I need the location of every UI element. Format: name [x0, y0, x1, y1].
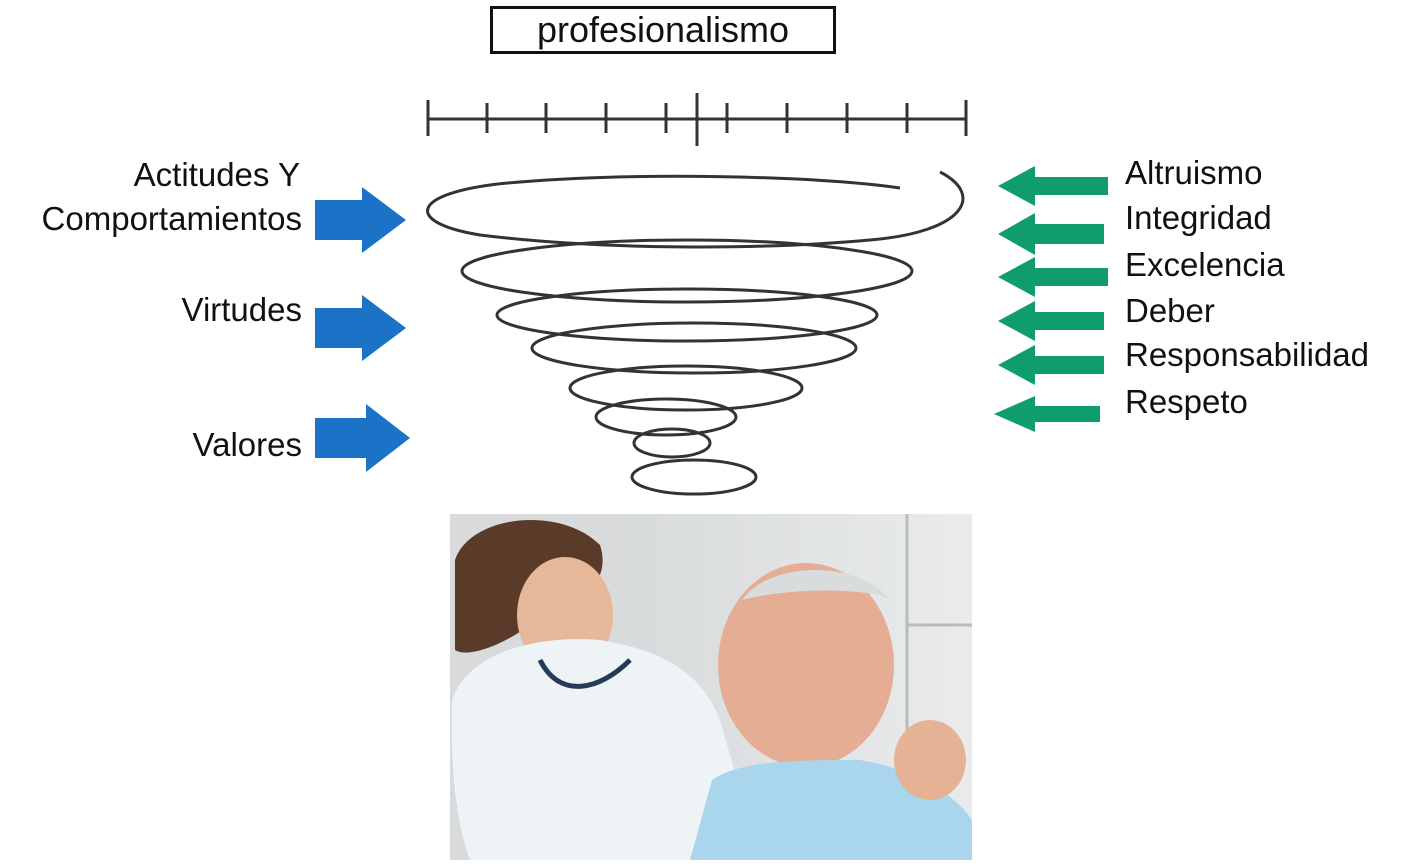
blue-arrows: [315, 187, 410, 472]
arrow-left-icon: [998, 213, 1104, 255]
green-arrows: [994, 166, 1108, 432]
label-respeto: Respeto: [1125, 382, 1248, 422]
label-responsabilidad: Responsabilidad: [1125, 335, 1369, 375]
label-integridad: Integridad: [1125, 198, 1272, 238]
arrow-left-icon: [998, 345, 1104, 385]
label-virtudes: Virtudes: [182, 290, 302, 330]
arrow-right-icon: [315, 187, 406, 253]
label-comportamientos: Comportamientos: [42, 199, 302, 239]
spiral-funnel: [428, 172, 963, 494]
arrow-left-icon: [998, 166, 1108, 206]
arrow-left-icon: [994, 396, 1100, 432]
label-excelencia: Excelencia: [1125, 245, 1285, 285]
nurse-patient-photo: [450, 514, 972, 860]
arrow-left-icon: [998, 257, 1108, 297]
scale-ruler: [428, 93, 966, 146]
arrow-left-icon: [998, 301, 1104, 341]
label-deber: Deber: [1125, 291, 1215, 331]
arrow-right-icon: [315, 404, 410, 472]
label-altruismo: Altruismo: [1125, 153, 1263, 193]
arrow-right-icon: [315, 295, 406, 361]
label-actitudes: Actitudes Y: [134, 155, 300, 195]
label-valores: Valores: [193, 425, 302, 465]
